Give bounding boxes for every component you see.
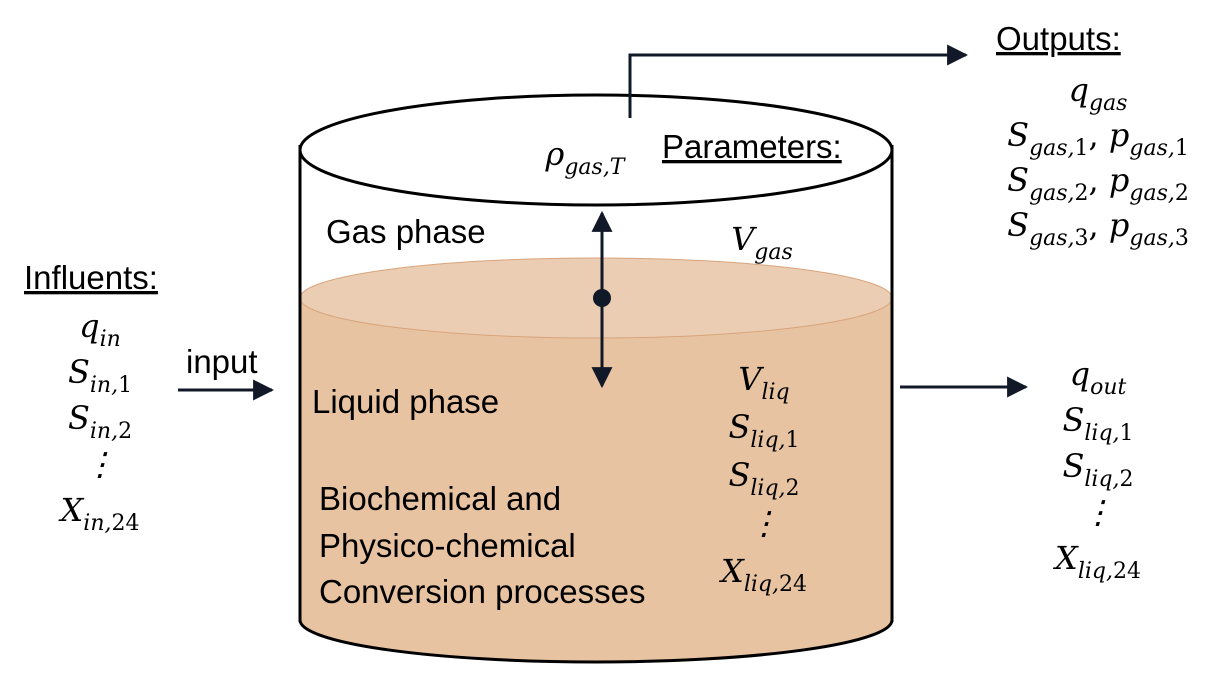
liquid-parameter-symbol-5: Xliq,24​ — [718, 552, 807, 597]
gas-phase-label: Gas phase — [326, 213, 486, 250]
tank-bottom-rim — [298, 619, 894, 664]
gas-output-symbol-1: qgas​ — [1069, 71, 1128, 116]
gas-output-symbol-2: Sgas,1​, pgas,1​ — [1007, 116, 1189, 161]
tank-top-lid — [298, 93, 894, 207]
gas-volume-1: Vgas​ — [731, 220, 793, 265]
liquid-parameter-symbol-3: Sliq,2​ — [728, 456, 799, 501]
gas-output-symbol-4: Sgas,3​, pgas,3​ — [1007, 206, 1189, 251]
liquid-parameters-list: Vliq​Sliq,1​Sliq,2​⋮ Xliq,24​ — [718, 360, 807, 597]
liquid-outputs-list: qout​Sliq,1​Sliq,2​⋮ Xliq,24​ — [1052, 355, 1141, 584]
influent-symbol-3: Sin,2​ — [68, 399, 132, 444]
gas-volume-symbol: Vgas​ — [731, 220, 793, 265]
liquid-parameter-symbol-1: Vliq​ — [738, 360, 789, 405]
influent-symbol-1: qin​ — [79, 307, 121, 352]
influents-list: qin​Sin,1​Sin,2​⋮ Xin,24​ — [58, 307, 140, 536]
process-label-line-3: Conversion processes — [319, 573, 646, 610]
gas-outputs-list: qgas​Sgas,1​, pgas,1​Sgas,2​, pgas,2​Sga… — [1007, 71, 1189, 251]
process-label-line-2: Physico-chemical — [319, 527, 576, 564]
liquid-parameter-symbol-4: ⋮ — [748, 504, 780, 542]
liquid-output-symbol-5: Xliq,24​ — [1052, 539, 1141, 584]
gas-density-1: ρgas,T​ — [545, 135, 627, 180]
liquid-parameter-symbol-2: Sliq,1​ — [728, 408, 799, 453]
parameters-header: Parameters: — [662, 128, 842, 165]
gas-output-arrow — [628, 44, 969, 118]
liquid-output-symbol-4: ⋮ — [1082, 493, 1114, 531]
outputs-header: Outputs: — [996, 20, 1121, 57]
influent-symbol-5: Xin,24​ — [58, 491, 140, 536]
influent-symbol-4: ⋮ — [84, 445, 116, 483]
liquid-output-symbol-1: qout​ — [1070, 355, 1127, 400]
influents-header: Influents: — [24, 259, 158, 296]
liquid-body — [300, 298, 892, 662]
interface-point — [593, 289, 611, 307]
gas-density-symbol: ρgas,T​ — [545, 135, 627, 180]
gas-output-symbol-3: Sgas,2​, pgas,2​ — [1007, 161, 1189, 206]
input-label: input — [186, 343, 258, 380]
influent-symbol-2: Sin,1​ — [68, 353, 132, 398]
liquid-output-symbol-2: Sliq,1​ — [1062, 401, 1133, 446]
liquid-phase-label: Liquid phase — [312, 383, 499, 420]
process-label-line-1: Biochemical and — [319, 480, 561, 517]
liquid-output-symbol-3: Sliq,2​ — [1062, 447, 1133, 492]
